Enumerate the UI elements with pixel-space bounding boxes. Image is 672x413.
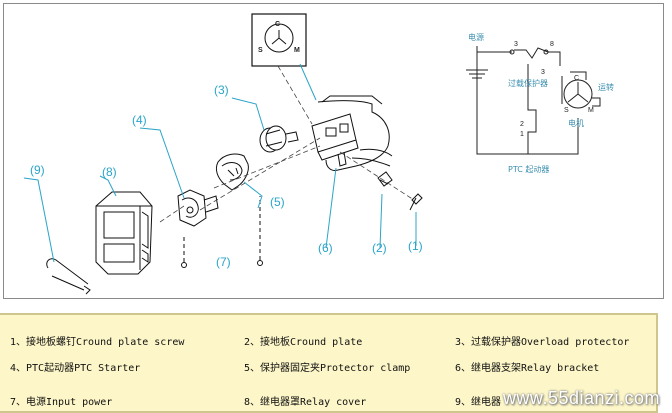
schematic-power-label: 电源 (468, 32, 484, 42)
wiring-schematic: 电源 过载保护器 电机 运转 PTC 起动器 3 8 3 2 1 C S M (466, 32, 614, 174)
schematic-pin-3b: 3 (541, 69, 545, 76)
parts-legend: 1、接地板螺钉Cround plate screw 2、接地板Cround pl… (0, 313, 658, 413)
callout-4: (4) (132, 113, 147, 127)
schematic-run-label: 运转 (598, 82, 614, 92)
callout-8: (8) (102, 165, 117, 179)
legend-item-2: 2、接地板Cround plate (244, 337, 363, 348)
callout-6: (6) (318, 241, 333, 255)
legend-item-3: 3、过载保护器Overload protector (455, 337, 630, 348)
exploded-assembly-diagram: C S M (1) (2) (3) (4) (5) (6) (7) (8) (9… (23, 13, 614, 295)
schematic-pin-1: 1 (520, 131, 524, 138)
schematic-ptc-label: PTC 起动器 (508, 164, 549, 174)
callout-5: (5) (270, 195, 285, 209)
callout-7: (7) (216, 255, 231, 269)
legend-item-5: 5、保护器固定夹Protector clamp (244, 363, 411, 374)
schematic-protector-label: 过载保护器 (508, 78, 548, 88)
callout-1: (1) (408, 239, 423, 253)
legend-item-7: 7、电源Input power (10, 397, 113, 408)
callout-2: (2) (372, 241, 387, 255)
legend-item-1: 1、接地板螺钉Cround plate screw (10, 337, 185, 348)
terminal-m-label: M (294, 47, 300, 54)
schematic-pin-3: 3 (514, 41, 518, 48)
legend-item-9: 9、继电器 (455, 397, 502, 408)
legend-item-8: 8、继电器罩Relay cover (244, 397, 367, 408)
schematic-terminal-s: S (564, 107, 569, 114)
schematic-terminal-c: C (574, 75, 579, 82)
legend-item-4: 4、PTC起动器PTC Starter (10, 363, 141, 374)
schematic-pin-2: 2 (520, 121, 524, 128)
callout-9: (9) (30, 163, 45, 177)
schematic-terminal-m: M (588, 107, 594, 114)
terminal-s-label: S (258, 47, 263, 54)
terminal-c-label: C (275, 21, 280, 28)
site-watermark: www.55dianzi.com (502, 388, 660, 408)
schematic-motor-label: 电机 (568, 118, 584, 128)
legend-item-6: 6、继电器支架Relay bracket (455, 363, 600, 374)
callout-3: (3) (214, 83, 229, 97)
schematic-pin-8: 8 (550, 41, 554, 48)
